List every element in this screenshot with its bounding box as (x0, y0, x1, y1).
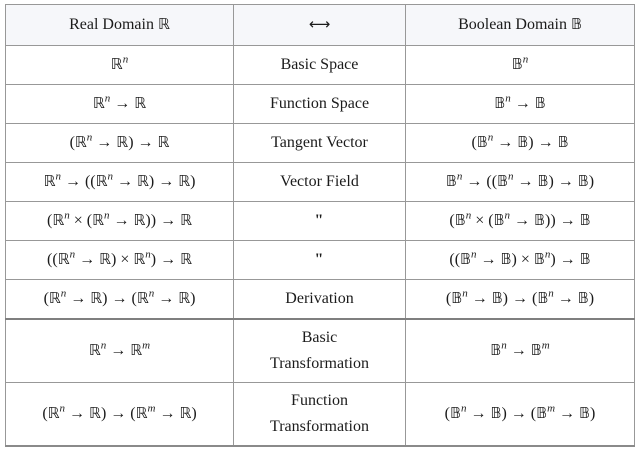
cell-boolean-expression: 𝔹n → ((𝔹n → 𝔹) → 𝔹) (405, 162, 635, 202)
cell-boolean-expression: (𝔹n → 𝔹) → (𝔹m → 𝔹) (405, 382, 635, 447)
cell-real-expression: ((ℝn → ℝ) × ℝn) → ℝ (5, 240, 234, 280)
cell-real-expression: ℝn (5, 45, 234, 85)
table-row-vector-field-variant-1: (ℝn × (ℝn → ℝ)) → ℝ " (𝔹n × (𝔹n → 𝔹)) → … (5, 201, 635, 241)
header-cell-real-domain: Real Domain ℝ (5, 4, 234, 46)
table-row-basic-transformation: ℝn → ℝm Basic Transformation 𝔹n → 𝔹m (5, 318, 635, 383)
cell-concept-label-ditto: " (233, 240, 406, 280)
table-row-derivation: (ℝn → ℝ) → (ℝn → ℝ) Derivation (𝔹n → 𝔹) … (5, 279, 635, 320)
table-row-vector-field-variant-2: ((ℝn → ℝ) × ℝn) → ℝ " ((𝔹n → 𝔹) × 𝔹n) → … (5, 240, 635, 280)
cell-boolean-expression: 𝔹n → 𝔹m (405, 318, 635, 383)
cell-boolean-expression: (𝔹n × (𝔹n → 𝔹)) → 𝔹 (405, 201, 635, 241)
cell-concept-label: Function Transformation (233, 382, 406, 447)
table-row-function-space: ℝn → ℝ Function Space 𝔹n → 𝔹 (5, 84, 635, 124)
cell-real-expression: (ℝn × (ℝn → ℝ)) → ℝ (5, 201, 234, 241)
table-row-basic-space: ℝn Basic Space 𝔹n (5, 45, 635, 85)
header-cell-boolean-domain: Boolean Domain 𝔹 (405, 4, 635, 46)
cell-concept-label: Vector Field (233, 162, 406, 202)
cell-boolean-expression: 𝔹n → 𝔹 (405, 84, 635, 124)
page: Real Domain ℝ ⟷ Boolean Domain 𝔹 ℝn Basi… (5, 4, 635, 447)
cell-boolean-expression: ((𝔹n → 𝔹) × 𝔹n) → 𝔹 (405, 240, 635, 280)
domain-correspondence-table: Real Domain ℝ ⟷ Boolean Domain 𝔹 ℝn Basi… (5, 4, 635, 447)
cell-boolean-expression: (𝔹n → 𝔹) → 𝔹 (405, 123, 635, 163)
cell-boolean-expression: (𝔹n → 𝔹) → (𝔹n → 𝔹) (405, 279, 635, 320)
cell-concept-label: Derivation (233, 279, 406, 320)
cell-real-expression: ℝn → ℝm (5, 318, 234, 383)
cell-concept-label: Function Space (233, 84, 406, 124)
cell-real-expression: (ℝn → ℝ) → ℝ (5, 123, 234, 163)
cell-real-expression: (ℝn → ℝ) → (ℝn → ℝ) (5, 279, 234, 320)
table-row-vector-field: ℝn → ((ℝn → ℝ) → ℝ) Vector Field 𝔹n → ((… (5, 162, 635, 202)
cell-concept-label: Basic Space (233, 45, 406, 85)
cell-real-expression: ℝn → ℝ (5, 84, 234, 124)
table-row-tangent-vector: (ℝn → ℝ) → ℝ Tangent Vector (𝔹n → 𝔹) → 𝔹 (5, 123, 635, 163)
cell-concept-label: Basic Transformation (233, 318, 406, 383)
cell-boolean-expression: 𝔹n (405, 45, 635, 85)
header-row: Real Domain ℝ ⟷ Boolean Domain 𝔹 (5, 4, 635, 46)
cell-real-expression: (ℝn → ℝ) → (ℝm → ℝ) (5, 382, 234, 447)
table-row-function-transformation: (ℝn → ℝ) → (ℝm → ℝ) Function Transformat… (5, 382, 635, 447)
correspondence-arrow-icon: ⟷ (233, 4, 406, 46)
cell-concept-label-ditto: " (233, 201, 406, 241)
cell-real-expression: ℝn → ((ℝn → ℝ) → ℝ) (5, 162, 234, 202)
cell-concept-label: Tangent Vector (233, 123, 406, 163)
